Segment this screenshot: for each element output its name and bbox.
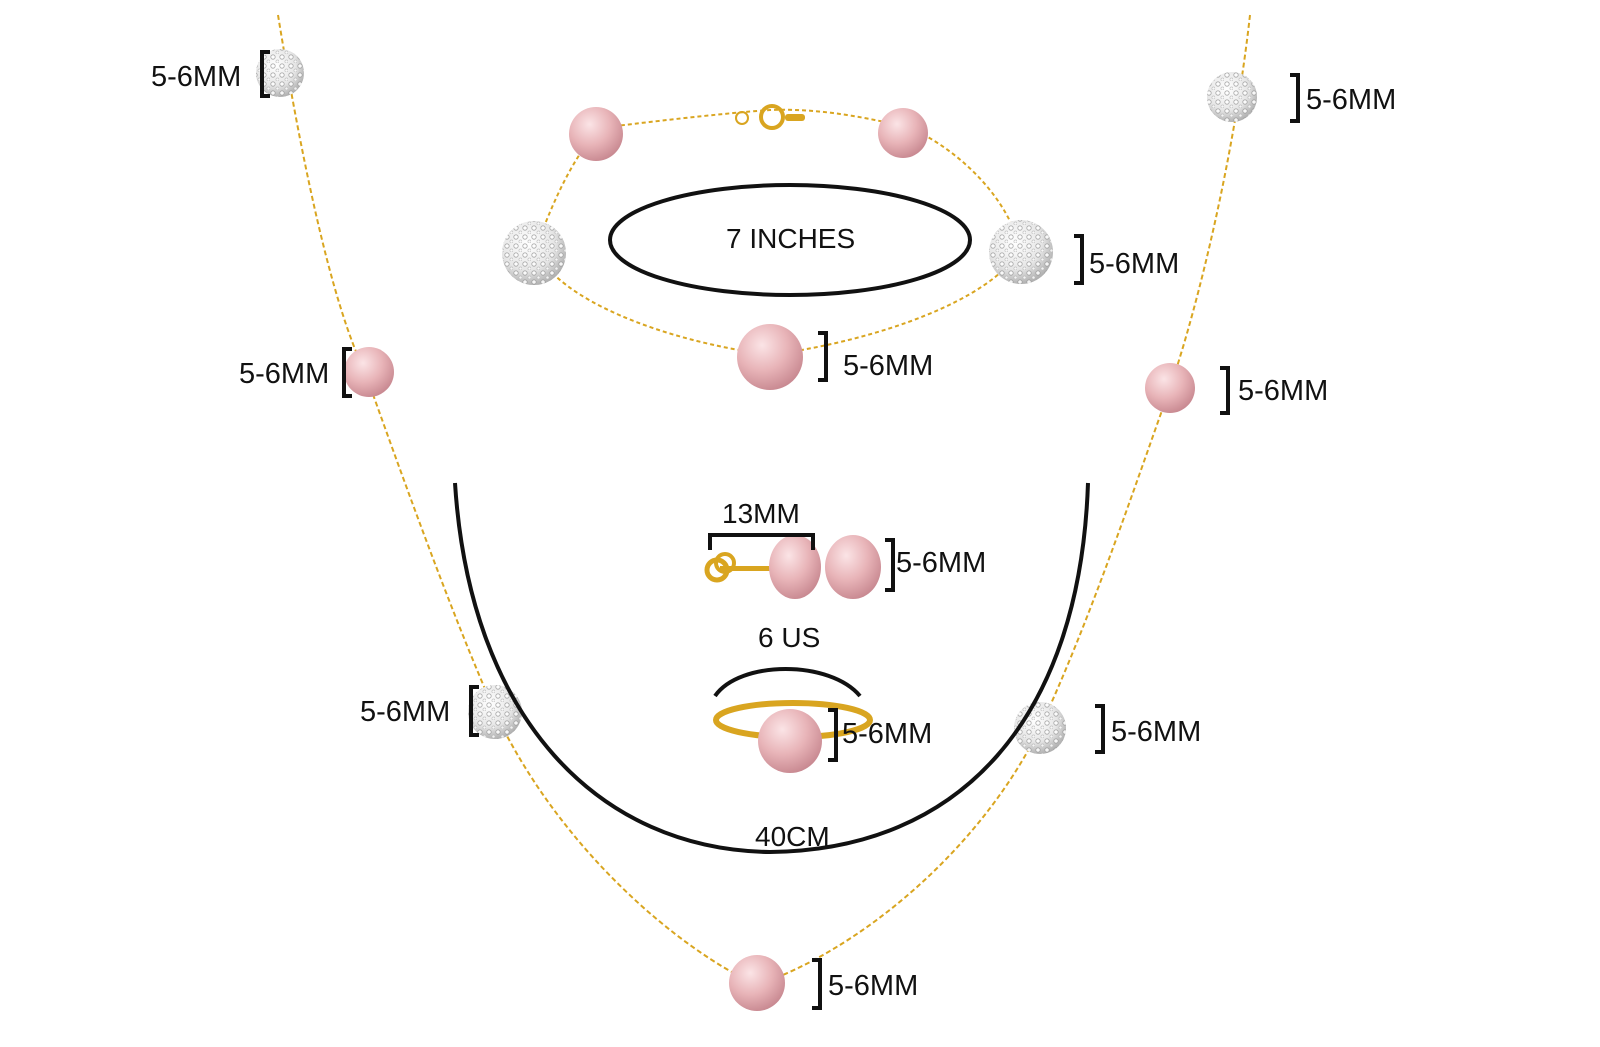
necklace-length-label: 40CM: [755, 821, 830, 852]
bracelet-clasp: [735, 104, 805, 130]
size-label-bracelet-pearl: 5-6MM: [843, 350, 934, 382]
bracket-bracelet-pearl: [818, 331, 828, 382]
necklace-pearl-1: [344, 347, 394, 397]
bracelet-crystal-right: [989, 220, 1053, 284]
necklace-crystal-3: [1207, 72, 1257, 122]
size-brackets: [260, 50, 1300, 1010]
bracelet-length-ellipse: [608, 183, 972, 297]
ring-size-arc: [713, 667, 862, 698]
bracket-necklace-crystal-1: [260, 50, 270, 98]
bracket-bracelet-crystal: [1074, 234, 1084, 285]
necklace-chain-left: [277, 14, 758, 986]
necklace-length-arc: [453, 482, 1090, 855]
size-label-necklace-crystal-3: 5-6MM: [1306, 84, 1397, 116]
size-label-necklace-crystal-2: 5-6MM: [360, 696, 451, 728]
size-label-necklace-crystal-1: 5-6MM: [151, 61, 242, 93]
necklace-crystal-1: [256, 49, 304, 97]
earring-length-label: 13MM: [722, 498, 800, 529]
bracelet-crystal-left: [502, 221, 566, 285]
bracelet-pearl-left: [569, 107, 623, 161]
bracelet-pearl-right: [878, 108, 928, 158]
necklace-pearl-2: [1145, 363, 1195, 413]
necklace-crystal-4: [1014, 702, 1066, 754]
size-label-bracelet-crystal: 5-6MM: [1089, 248, 1180, 280]
bracket-necklace-crystal-4: [1095, 704, 1105, 754]
size-label-necklace-pearl-2: 5-6MM: [1238, 375, 1329, 407]
earring-post: [704, 552, 775, 583]
size-label-necklace-pearl-1: 5-6MM: [239, 358, 330, 390]
bracket-necklace-crystal-2: [469, 685, 479, 737]
necklace-crystal-2: [468, 685, 522, 739]
ring-size-label: 6 US: [758, 622, 821, 653]
bracelet-chain-top: [599, 108, 911, 129]
ring-pearl: [758, 709, 822, 773]
size-label-necklace-crystal-4: 5-6MM: [1111, 716, 1202, 748]
size-label-earring: 5-6MM: [896, 547, 987, 579]
bracelet-pearl-bottom: [737, 324, 803, 390]
bracket-necklace-crystal-3: [1290, 73, 1300, 123]
necklace-pearl-bottom: [729, 955, 785, 1011]
size-label-ring: 5-6MM: [842, 718, 933, 750]
bracket-necklace-pearl-1: [342, 347, 352, 398]
earring-pearl-1: [769, 535, 821, 599]
bracket-ring: [828, 708, 838, 762]
earring-pearl-2: [825, 535, 881, 599]
bracket-necklace-pearl-2: [1220, 366, 1230, 415]
necklace-chain-right: [756, 14, 1251, 986]
bracket-earring: [885, 538, 895, 592]
size-label-necklace-pearl-bottom: 5-6MM: [828, 970, 919, 1002]
bracelet-length-label: 7 INCHES: [726, 223, 856, 254]
bracket-necklace-pearl-bottom: [812, 958, 822, 1010]
earring-length-bracket: [708, 533, 815, 550]
